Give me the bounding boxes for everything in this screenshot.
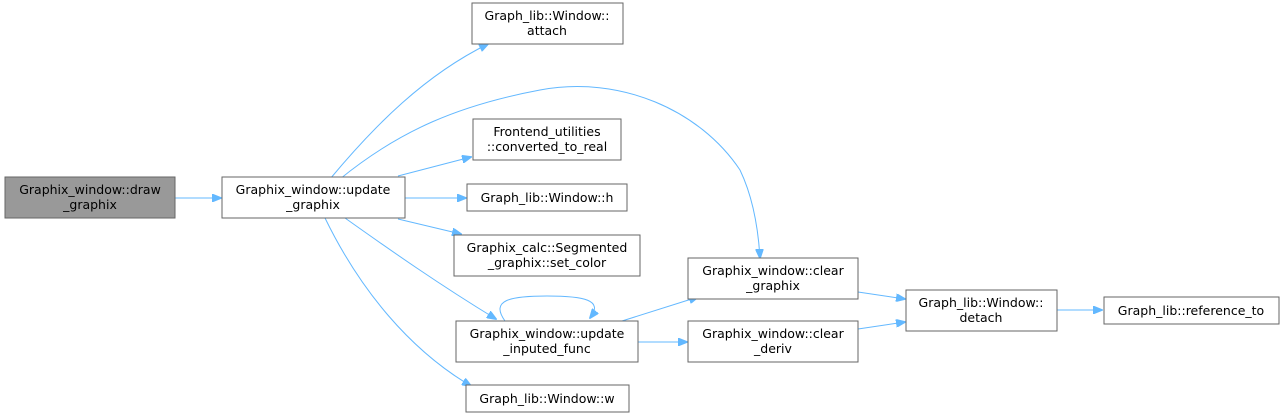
node-converted-to-real[interactable]: Frontend_utilities ::converted_to_real — [472, 118, 622, 161]
node-set-color-line2: _graphix::set_color — [487, 255, 607, 270]
node-window-w-line1: Graph_lib::Window::w — [479, 391, 614, 406]
node-clear-deriv-line1: Graphix_window::clear — [702, 326, 844, 341]
node-set-color-line1: Graphix_calc::Segmented — [467, 240, 628, 255]
node-clear-graphix[interactable]: Graphix_window::clear _graphix — [687, 257, 859, 300]
node-attach[interactable]: Graph_lib::Window:: attach — [471, 2, 624, 45]
node-update-graphix-line2: _graphix — [285, 197, 340, 212]
node-detach[interactable]: Graph_lib::Window:: detach — [905, 289, 1058, 332]
node-reference-to-line1: Graph_lib::reference_to — [1118, 303, 1264, 318]
edge-update-graphix-to-set-color — [397, 218, 461, 234]
node-clear-graphix-line1: Graphix_window::clear — [702, 263, 844, 278]
node-update-graphix[interactable]: Graphix_window::update _graphix — [221, 176, 406, 219]
node-update-inputed-func-line1: Graphix_window::update — [470, 326, 625, 341]
edge-update-graphix-to-update-inputed-func — [344, 217, 496, 319]
node-attach-line1: Graph_lib::Window:: — [485, 8, 610, 23]
node-converted-to-real-line1: Frontend_utilities — [493, 124, 600, 139]
node-draw-graphix-line2: _graphix — [62, 197, 117, 212]
node-draw-graphix-line1: Graphix_window::draw — [19, 182, 161, 197]
edge-update-inputed-func-self-loop — [499, 295, 594, 322]
node-window-h-line1: Graph_lib::Window::h — [481, 190, 614, 205]
node-clear-graphix-line2: _graphix — [745, 278, 800, 293]
node-update-inputed-func-line2: _inputed_func — [502, 341, 591, 356]
node-draw-graphix[interactable]: Graphix_window::draw _graphix — [4, 176, 176, 219]
edge-update-graphix-to-clear-graphix — [339, 86, 760, 258]
edge-update-graphix-to-converted-to-real — [397, 157, 471, 177]
node-clear-deriv-line2: _deriv — [753, 341, 792, 356]
node-attach-line2: attach — [527, 23, 567, 38]
node-set-color[interactable]: Graphix_calc::Segmented _graphix::set_co… — [453, 234, 641, 277]
edge-clear-deriv-to-detach — [857, 322, 905, 330]
node-detach-line1: Graph_lib::Window:: — [919, 295, 1044, 310]
edges — [175, 44, 1102, 386]
edge-update-inputed-func-to-clear-graphix — [621, 297, 698, 322]
edge-clear-graphix-to-detach — [857, 291, 905, 299]
edge-update-graphix-to-attach — [329, 44, 488, 180]
edge-update-graphix-to-window-w — [324, 217, 471, 386]
node-clear-deriv[interactable]: Graphix_window::clear _deriv — [687, 320, 859, 363]
node-detach-line2: detach — [960, 310, 1003, 325]
node-converted-to-real-line2: ::converted_to_real — [487, 139, 607, 154]
node-window-w[interactable]: Graph_lib::Window::w — [465, 384, 630, 413]
node-update-graphix-line1: Graphix_window::update — [236, 182, 391, 197]
node-window-h[interactable]: Graph_lib::Window::h — [466, 183, 628, 212]
node-update-inputed-func[interactable]: Graphix_window::update _inputed_func — [455, 320, 639, 363]
node-reference-to[interactable]: Graph_lib::reference_to — [1103, 296, 1280, 325]
